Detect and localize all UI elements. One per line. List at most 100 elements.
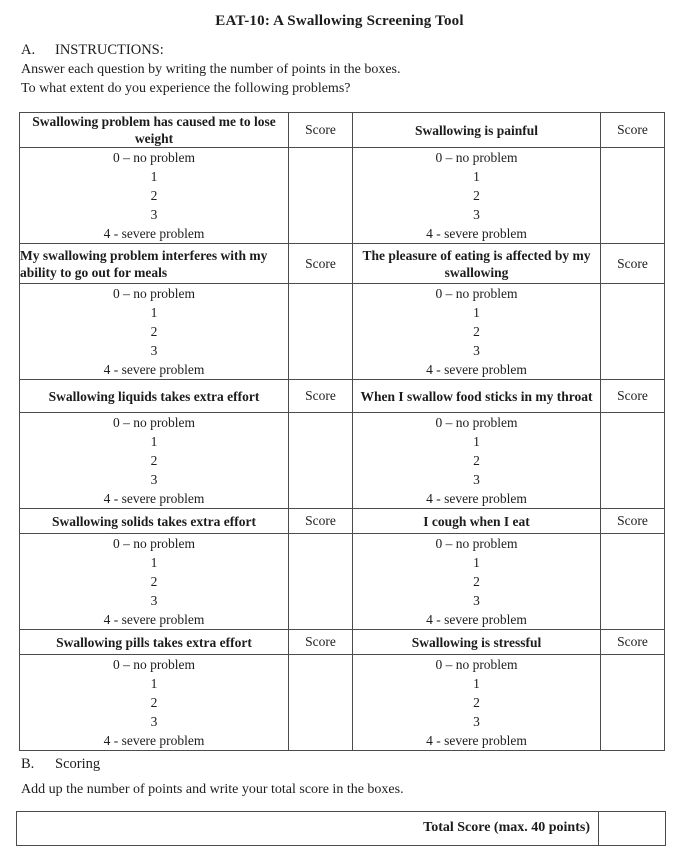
option-line: 0 – no problem [112, 286, 196, 301]
option-line: 0 – no problem [435, 415, 518, 430]
option-line: 4 - severe problem [103, 226, 205, 241]
option-line: 3 [473, 714, 480, 729]
eat10-question-table: Swallowing problem has caused me to lose… [19, 112, 665, 751]
option-line: 0 – no problem [435, 150, 518, 165]
options-row: 0 – no problem 1 2 3 4 - severe problem … [19, 412, 665, 509]
option-line: 0 – no problem [112, 150, 196, 165]
question-2-text: Swallowing is painful [352, 112, 601, 148]
option-line: 1 [150, 305, 158, 320]
score-input-q8[interactable] [600, 533, 665, 630]
option-line: 2 [150, 695, 158, 710]
total-score-table: Total Score (max. 40 points) [16, 810, 666, 846]
option-line: 2 [473, 188, 480, 203]
option-line: 3 [473, 343, 480, 358]
total-score-input-cell[interactable] [598, 810, 666, 846]
question-1-text: Swallowing problem has caused me to lose… [19, 112, 289, 148]
question-header-row: Swallowing problem has caused me to lose… [19, 112, 665, 148]
options-row: 0 – no problem 1 2 3 4 - severe problem … [19, 654, 665, 751]
question-6-text: When I swallow food sticks in my throat [352, 379, 601, 413]
option-line: 3 [150, 343, 158, 358]
option-line: 3 [473, 593, 480, 608]
section-a-title: INSTRUCTIONS: [55, 42, 164, 58]
question-5-options: 0 – no problem 1 2 3 4 - severe problem [19, 412, 289, 509]
option-line: 0 – no problem [112, 415, 196, 430]
score-column-header: Score [600, 629, 665, 655]
option-line: 1 [473, 676, 480, 691]
score-column-header: Score [600, 508, 665, 534]
option-line: 0 – no problem [435, 286, 518, 301]
question-header-row: Swallowing liquids takes extra effort Sc… [19, 379, 665, 413]
page-title: EAT-10: A Swallowing Screening Tool [215, 13, 464, 29]
option-line: 1 [150, 676, 158, 691]
option-line: 3 [150, 207, 158, 222]
score-input-q9[interactable] [288, 654, 353, 751]
option-line: 1 [150, 169, 158, 184]
option-line: 1 [473, 555, 480, 570]
instruction-line-2: To what extent do you experience the fol… [21, 80, 351, 96]
score-column-header: Score [600, 243, 665, 284]
section-b-heading: B. Scoring [21, 756, 679, 773]
options-row: 0 – no problem 1 2 3 4 - severe problem … [19, 533, 665, 630]
question-3-text: My swallowing problem interferes with my… [19, 243, 289, 284]
options-row: 0 – no problem 1 2 3 4 - severe problem … [19, 283, 665, 380]
score-column-header: Score [600, 379, 665, 413]
question-7-options: 0 – no problem 1 2 3 4 - severe problem [19, 533, 289, 630]
section-a-heading: A. INSTRUCTIONS: [21, 42, 679, 59]
instruction-line-1: Answer each question by writing the numb… [21, 62, 401, 77]
section-b-title: Scoring [55, 756, 101, 772]
option-line: 3 [150, 714, 158, 729]
section-a-label: A. [21, 42, 36, 58]
question-1-options: 0 – no problem 1 2 3 4 - severe problem [19, 147, 289, 244]
score-input-q10[interactable] [600, 654, 665, 751]
option-line: 2 [473, 453, 480, 468]
option-line: 4 - severe problem [103, 612, 205, 627]
question-4-options: 0 – no problem 1 2 3 4 - severe problem [352, 283, 601, 380]
option-line: 2 [473, 695, 480, 710]
question-header-row: Swallowing solids takes extra effort Sco… [19, 508, 665, 534]
question-9-options: 0 – no problem 1 2 3 4 - severe problem [19, 654, 289, 751]
option-line: 2 [150, 574, 158, 589]
score-column-header: Score [288, 629, 353, 655]
document-page: EAT-10: A Swallowing Screening Tool A. IN… [0, 13, 679, 846]
option-line: 2 [150, 324, 158, 339]
option-line: 4 - severe problem [426, 362, 527, 377]
option-line: 0 – no problem [112, 657, 196, 672]
option-line: 4 - severe problem [103, 491, 205, 506]
option-line: 4 - severe problem [426, 226, 527, 241]
option-line: 2 [150, 453, 158, 468]
options-row: 0 – no problem 1 2 3 4 - severe problem … [19, 147, 665, 244]
score-column-header: Score [288, 243, 353, 284]
option-line: 0 – no problem [112, 536, 196, 551]
question-10-options: 0 – no problem 1 2 3 4 - severe problem [352, 654, 601, 751]
option-line: 3 [473, 207, 480, 222]
score-input-q6[interactable] [600, 412, 665, 509]
option-line: 4 - severe problem [103, 733, 205, 748]
question-6-options: 0 – no problem 1 2 3 4 - severe problem [352, 412, 601, 509]
question-9-text: Swallowing pills takes extra effort [19, 629, 289, 655]
score-input-q1[interactable] [288, 147, 353, 244]
option-line: 3 [473, 472, 480, 487]
score-input-q4[interactable] [600, 283, 665, 380]
score-column-header: Score [288, 112, 353, 148]
score-input-q7[interactable] [288, 533, 353, 630]
question-7-text: Swallowing solids takes extra effort [19, 508, 289, 534]
question-header-row: Swallowing pills takes extra effort Scor… [19, 629, 665, 655]
question-5-text: Swallowing liquids takes extra effort [19, 379, 289, 413]
option-line: 0 – no problem [435, 657, 518, 672]
total-score-label: Total Score (max. 40 points) [16, 810, 599, 846]
total-score-row: Total Score (max. 40 points) [16, 810, 666, 846]
question-10-text: Swallowing is stressful [352, 629, 601, 655]
section-b-label: B. [21, 756, 35, 772]
question-header-row: My swallowing problem interferes with my… [19, 243, 665, 284]
question-3-options: 0 – no problem 1 2 3 4 - severe problem [19, 283, 289, 380]
score-column-header: Score [600, 112, 665, 148]
score-input-q3[interactable] [288, 283, 353, 380]
scoring-instruction-line: Add up the number of points and write yo… [21, 782, 404, 797]
option-line: 3 [150, 593, 158, 608]
question-2-options: 0 – no problem 1 2 3 4 - severe problem [352, 147, 601, 244]
question-8-options: 0 – no problem 1 2 3 4 - severe problem [352, 533, 601, 630]
score-input-q5[interactable] [288, 412, 353, 509]
score-input-q2[interactable] [600, 147, 665, 244]
option-line: 4 - severe problem [426, 733, 527, 748]
option-line: 4 - severe problem [103, 362, 205, 377]
